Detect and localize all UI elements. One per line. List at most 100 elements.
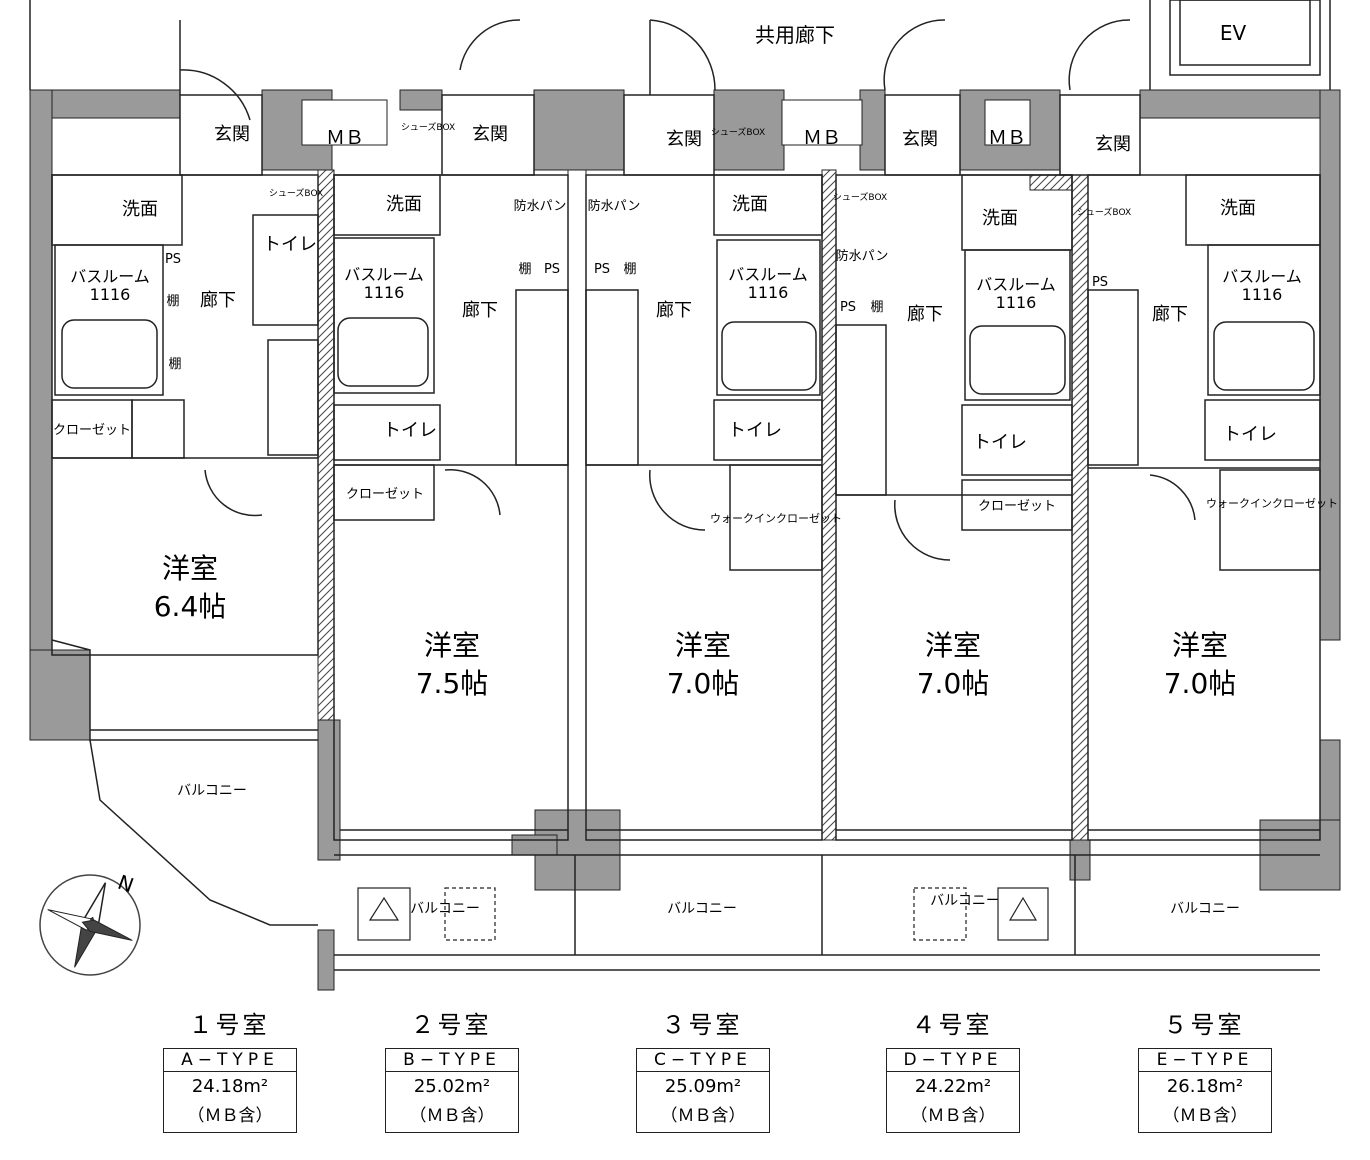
svg-text:廊下: 廊下 — [462, 300, 498, 321]
svg-text:トイレ: トイレ — [1223, 424, 1277, 445]
unit-note: （ＭＢ含） — [1162, 1106, 1248, 1126]
svg-text:廊下: 廊下 — [907, 304, 943, 325]
svg-text:バスルーム: バスルーム — [976, 275, 1056, 294]
svg-text:トイレ: トイレ — [728, 420, 782, 441]
corridor-label: 共用廊下 — [755, 23, 835, 47]
svg-text:防水パン: 防水パン — [514, 198, 567, 214]
svg-text:洗面: 洗面 — [386, 194, 422, 215]
svg-text:洋室: 洋室 — [424, 629, 480, 662]
svg-text:クローゼット: クローゼット — [978, 499, 1056, 514]
svg-text:PS: PS — [165, 252, 181, 267]
svg-text:バスルーム: バスルーム — [1222, 267, 1302, 286]
svg-text:洗面: 洗面 — [732, 194, 768, 215]
unit-type: E−TYPE — [1139, 1049, 1271, 1072]
svg-text:玄関: 玄関 — [902, 129, 938, 150]
unit-area: 25.09m² — [664, 1076, 742, 1097]
unit-area: 25.02m² — [413, 1076, 491, 1097]
unit-type: C−TYPE — [637, 1049, 769, 1072]
svg-text:バスルーム: バスルーム — [70, 267, 150, 286]
unit-info-3: C−TYPE 25.09m² （ＭＢ含） — [636, 1048, 770, 1133]
svg-text:廊下: 廊下 — [1152, 304, 1188, 325]
svg-text:バルコニー: バルコニー — [1170, 901, 1240, 917]
unit-info-5: E−TYPE 26.18m² （ＭＢ含） — [1138, 1048, 1272, 1133]
svg-text:洋室: 洋室 — [675, 629, 731, 662]
unit-area: 24.18m² — [191, 1076, 269, 1097]
unit-area: 24.22m² — [914, 1076, 992, 1097]
svg-text:洗面: 洗面 — [122, 199, 158, 220]
svg-text:トイレ: トイレ — [383, 420, 437, 441]
svg-text:1116: 1116 — [364, 283, 405, 302]
room-number-3: ３号室 — [661, 1011, 743, 1039]
entrance-labels: 玄関 玄関 玄関 玄関 玄関 — [214, 124, 1131, 155]
svg-text:棚: 棚 — [870, 300, 883, 315]
mb-label-2: ＭＢ — [803, 127, 841, 149]
svg-text:防水パン: 防水パン — [588, 198, 641, 214]
svg-text:洋室: 洋室 — [1172, 629, 1228, 662]
svg-text:廊下: 廊下 — [200, 290, 236, 311]
hallway-labels: 廊下 廊下 廊下 廊下 廊下 — [200, 290, 1188, 325]
svg-text:棚: 棚 — [623, 262, 636, 277]
mb-label-1: ＭＢ — [326, 127, 364, 149]
unit-note: （ＭＢ含） — [409, 1106, 495, 1126]
compass-north-icon: N — [39, 870, 141, 976]
unit-note: （ＭＢ含） — [660, 1106, 746, 1126]
closet-labels: クローゼット クローゼット クローゼット ウォークインクローゼット ウォークイン… — [53, 423, 1338, 525]
elevator-label: EV — [1220, 21, 1247, 45]
svg-text:1116: 1116 — [996, 293, 1037, 312]
svg-text:玄関: 玄関 — [214, 124, 250, 145]
svg-text:PS: PS — [594, 262, 610, 277]
utility-labels: PS 棚 棚 棚 PS PS 棚 PS 棚 PS 防水パン 防水パン 防水パン — [165, 198, 1108, 372]
corridor-outline — [29, 0, 1331, 90]
room-outlines — [51, 19, 1321, 971]
svg-text:トイレ: トイレ — [263, 234, 317, 255]
svg-text:棚: 棚 — [166, 294, 179, 309]
svg-text:ウォークインクローゼット: ウォークインクローゼット — [710, 512, 842, 525]
balcony-labels: バルコニー バルコニー バルコニー バルコニー バルコニー — [177, 783, 1240, 917]
svg-text:PS: PS — [840, 300, 856, 315]
svg-text:玄関: 玄関 — [1095, 134, 1131, 155]
unit-note: （ＭＢ含） — [187, 1106, 273, 1126]
room-number-5: ５号室 — [1163, 1011, 1245, 1039]
svg-text:1116: 1116 — [748, 283, 789, 302]
mb-label-3: ＭＢ — [988, 127, 1026, 149]
unit-type: D−TYPE — [887, 1049, 1019, 1072]
svg-text:廊下: 廊下 — [656, 300, 692, 321]
washroom-labels: 洗面 洗面 洗面 洗面 洗面 — [122, 194, 1256, 229]
svg-text:6.4帖: 6.4帖 — [154, 590, 227, 623]
svg-text:7.0帖: 7.0帖 — [667, 667, 740, 700]
svg-text:防水パン: 防水パン — [836, 248, 889, 264]
unit-type: B−TYPE — [386, 1049, 518, 1072]
svg-text:クローゼット: クローゼット — [53, 423, 131, 438]
svg-text:シューズBOX: シューズBOX — [833, 191, 887, 203]
svg-text:バルコニー: バルコニー — [930, 893, 1000, 909]
toilet-labels: トイレ トイレ トイレ トイレ トイレ — [263, 234, 1277, 453]
room-number-2: ２号室 — [410, 1011, 492, 1039]
svg-text:シューズBOX: シューズBOX — [1077, 206, 1131, 218]
svg-text:トイレ: トイレ — [973, 432, 1027, 453]
svg-text:7.0帖: 7.0帖 — [1164, 667, 1237, 700]
building-walls — [29, 89, 1341, 991]
svg-text:シューズBOX: シューズBOX — [401, 121, 455, 133]
unit-area: 26.18m² — [1166, 1076, 1244, 1097]
western-room-labels: 洋室 6.4帖 洋室 7.5帖 洋室 7.0帖 洋室 7.0帖 洋室 7.0帖 — [154, 552, 1237, 700]
unit-note: （ＭＢ含） — [910, 1106, 996, 1126]
svg-text:ウォークインクローゼット: ウォークインクローゼット — [1206, 497, 1338, 510]
compass-north-label: N — [115, 870, 137, 898]
shoe-box-labels: シューズBOX シューズBOX シューズBOX シューズBOX シューズBOX — [269, 121, 1131, 218]
meter-boxes — [301, 99, 1031, 146]
svg-text:PS: PS — [544, 262, 560, 277]
svg-text:バスルーム: バスルーム — [344, 265, 424, 284]
svg-text:シューズBOX: シューズBOX — [711, 126, 765, 138]
svg-text:PS: PS — [1092, 275, 1108, 290]
svg-text:バルコニー: バルコニー — [177, 783, 247, 799]
svg-text:棚: 棚 — [168, 357, 181, 372]
svg-text:洋室: 洋室 — [925, 629, 981, 662]
svg-text:1116: 1116 — [90, 285, 131, 304]
svg-text:シューズBOX: シューズBOX — [269, 187, 323, 199]
svg-text:クローゼット: クローゼット — [346, 487, 424, 502]
bathroom-labels: バスルーム 1116 バスルーム 1116 バスルーム 1116 バスルーム 1… — [70, 265, 1302, 312]
svg-text:玄関: 玄関 — [666, 129, 702, 150]
svg-text:洗面: 洗面 — [982, 208, 1018, 229]
svg-text:バスルーム: バスルーム — [728, 265, 808, 284]
